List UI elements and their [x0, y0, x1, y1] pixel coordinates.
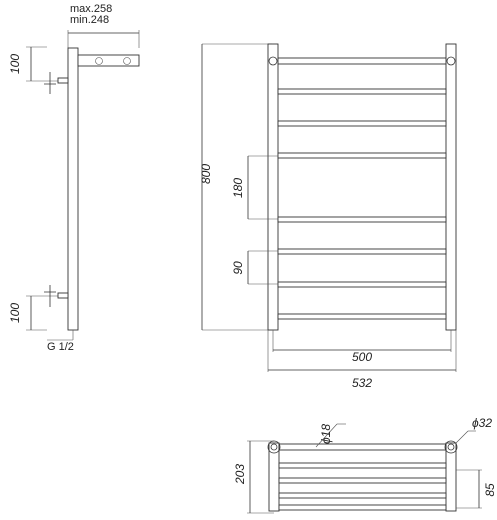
top-wall-mount: [44, 72, 56, 94]
top-post-right-end-outer: [444, 440, 458, 454]
post-diameter-leader: [455, 430, 469, 444]
rung-7: [277, 313, 447, 320]
top-view: 203 ϕ18 ϕ32 85: [233, 416, 497, 514]
top-rail-upper: [278, 443, 447, 451]
rail-diameter-label: ϕ18: [319, 424, 333, 444]
depth-203-label: 203: [233, 464, 247, 485]
side-rail-section-2: [123, 57, 131, 65]
shelf-85-label: 85: [483, 483, 497, 497]
top-post-left-end-outer: [267, 440, 281, 454]
rung-6: [277, 281, 447, 288]
front-top-rail: [277, 57, 447, 65]
front-post-left: [267, 43, 279, 331]
height-label: 800: [199, 164, 213, 184]
top-rail-4: [278, 504, 447, 511]
width-500-label: 500: [352, 350, 372, 364]
side-post: [67, 47, 79, 331]
width-532-label: 532: [352, 376, 372, 390]
depth-max-label: max.258: [70, 3, 112, 15]
post-diameter-label: ϕ32: [472, 416, 492, 430]
thread-label: G 1/2: [47, 341, 74, 353]
rung-3: [277, 152, 447, 159]
front-rail-end-left: [268, 56, 278, 66]
spacing-90-label: 90: [231, 261, 245, 275]
top-post-left-end-inner: [270, 443, 278, 451]
rung-4: [277, 216, 447, 223]
top-post-right: [445, 442, 457, 512]
front-rail-end-right: [446, 56, 456, 66]
top-rail-3: [278, 492, 447, 499]
bottom-offset-label: 100: [8, 303, 22, 323]
top-rail-2: [278, 477, 447, 484]
top-offset-label: 100: [8, 54, 22, 74]
rung-2: [277, 120, 447, 127]
top-rail-1: [278, 462, 447, 469]
rung-1: [277, 88, 447, 95]
top-connection-valve: [57, 77, 69, 84]
bottom-wall-mount: [44, 285, 56, 307]
rung-5: [277, 248, 447, 255]
side-shelf-arm: [77, 54, 140, 67]
rail-diameter-leader: [315, 423, 338, 448]
top-post-right-end-inner: [447, 443, 455, 451]
spacing-180-label: 180: [231, 178, 245, 198]
side-rail-section-1: [95, 57, 103, 65]
front-post-right: [445, 43, 457, 331]
front-view: 800 180 90 500 532: [199, 43, 457, 390]
bottom-connection-valve: [57, 292, 69, 299]
depth-min-label: min.248: [70, 14, 109, 26]
side-view: max.258 min.248 100 100 G 1/2: [8, 3, 140, 353]
top-post-left: [268, 442, 280, 512]
